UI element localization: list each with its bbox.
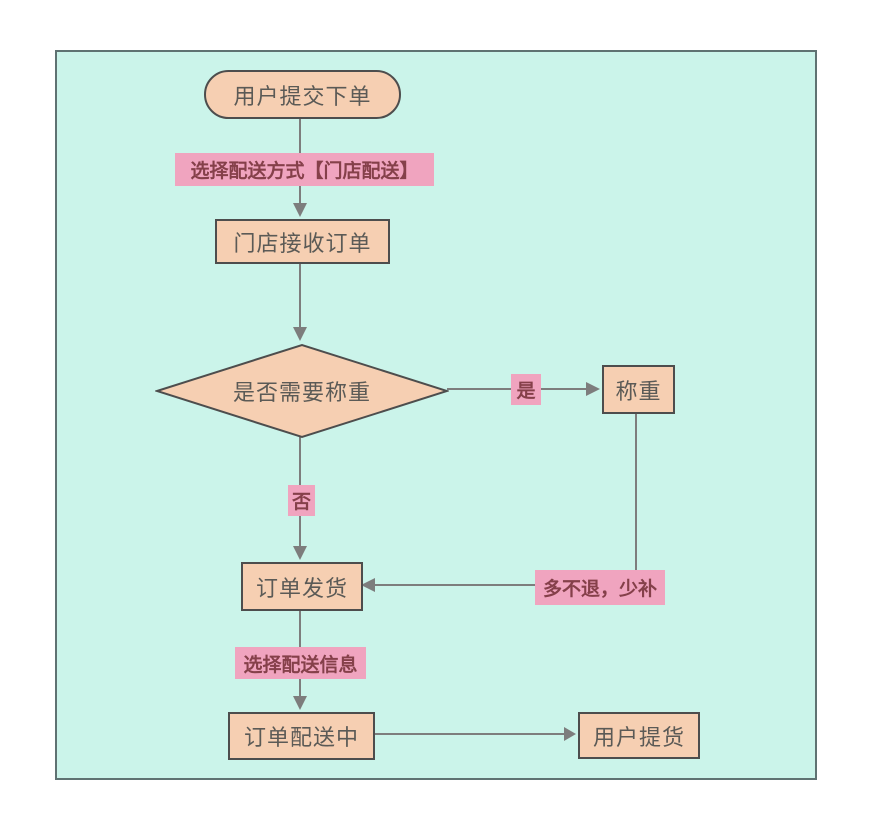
edge-label-delivery-method: 选择配送方式【门店配送】 [175, 153, 434, 186]
connector-weigh-to-ship [361, 412, 637, 592]
decision-need-weighing: 是否需要称重 [155, 343, 449, 439]
node-order-delivering: 订单配送中 [228, 712, 375, 760]
node-user-submit-order: 用户提交下单 [204, 70, 401, 119]
node-user-pickup: 用户提货 [578, 712, 700, 759]
node-store-receive-order: 门店接收订单 [215, 219, 390, 264]
connector-delivering-to-pickup [373, 727, 576, 741]
edge-label-delivery-info: 选择配送信息 [235, 647, 366, 679]
edge-label-weigh-rule: 多不退，少补 [535, 570, 665, 605]
diamond-shape [155, 343, 449, 439]
node-order-ship: 订单发货 [241, 562, 363, 611]
edge-label-no: 否 [288, 485, 315, 516]
edge-label-yes: 是 [511, 374, 541, 405]
connector-receive-to-decision [293, 262, 307, 341]
decision-text: 是否需要称重 [232, 380, 371, 405]
flowchart-canvas: 用户提交下单 选择配送方式【门店配送】 门店接收订单 是否需要称重 是 称重 否… [55, 50, 817, 780]
node-weigh: 称重 [602, 365, 675, 414]
